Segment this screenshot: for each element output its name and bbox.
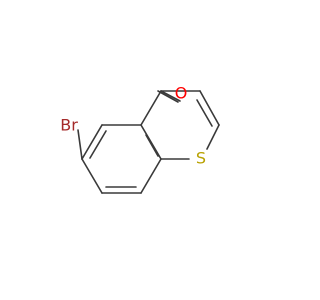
- bond-c4-o: [157, 90, 179, 103]
- bond-c6-c5-inner: [89, 130, 107, 159]
- bond-c3-c2-inner: [196, 99, 213, 127]
- bond-c4a-c8a: [140, 124, 162, 160]
- sulfur-label: S: [196, 149, 206, 168]
- bond-c7-c6: [81, 158, 103, 194]
- bond-c8a-c8: [140, 158, 162, 194]
- oxygen-label: O: [175, 84, 188, 103]
- bond-c6-br: [77, 129, 83, 160]
- bond-c3-c2: [199, 90, 220, 126]
- bond-c2-s1: [206, 124, 220, 150]
- bond-c4a-c4: [140, 90, 162, 126]
- bond-c4-o-second: [160, 90, 181, 102]
- bond-c6-c5: [81, 124, 103, 160]
- bromine-label: Br: [60, 116, 78, 135]
- bond-c4a-c8a-inner: [145, 134, 159, 157]
- structure-canvas: Br O S: [60, 83, 220, 194]
- molecule-structure: Br O S: [60, 84, 220, 194]
